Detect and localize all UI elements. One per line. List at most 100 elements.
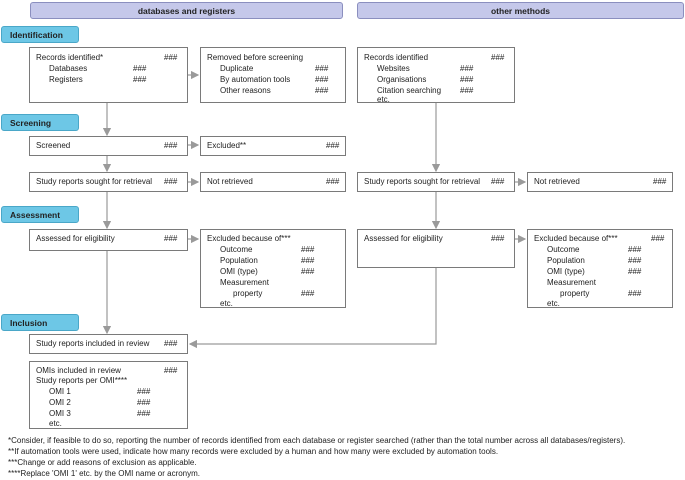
assessed-count: ###: [164, 234, 178, 243]
right-excluded-property-label: property: [560, 289, 590, 298]
right-excluded-omitype-label: OMI (type): [547, 267, 585, 276]
records-identified-title: Records identified*: [36, 53, 104, 62]
right-excluded-omitype-count: ###: [628, 267, 642, 276]
box-records-identified: Records identified* ### Databases ### Re…: [29, 47, 188, 103]
box-right-reports-sought: Study reports sought for retrieval ###: [357, 172, 515, 192]
records-identified-count: ###: [164, 53, 178, 62]
header-databases-registers: databases and registers: [30, 2, 343, 19]
records-databases-label: Databases: [49, 64, 88, 73]
footnote-4: ****Replace 'OMI 1' etc. by the OMI name…: [8, 469, 201, 478]
removed-other-label: Other reasons: [220, 86, 271, 95]
not-retrieved-label: Not retrieved: [207, 177, 253, 186]
excluded-population-label: Population: [220, 256, 258, 265]
records-databases-count: ###: [133, 64, 147, 73]
box-right-not-retrieved: Not retrieved ###: [527, 172, 673, 192]
right-websites-count: ###: [460, 64, 474, 73]
right-organisations-count: ###: [460, 75, 474, 84]
stage-identification: Identification: [1, 26, 79, 43]
right-assessed-count: ###: [491, 234, 505, 243]
box-right-assessed-eligibility: Assessed for eligibility ###: [357, 229, 515, 268]
removed-other-count: ###: [315, 86, 329, 95]
excluded-outcome-count: ###: [301, 245, 315, 254]
omi-2-label: OMI 2: [49, 398, 71, 407]
reports-included-count: ###: [164, 339, 178, 348]
reports-sought-count: ###: [164, 177, 178, 186]
reports-per-omi-label: Study reports per OMI****: [36, 376, 128, 385]
omi-3-count: ###: [137, 409, 151, 418]
box-reports-included: Study reports included in review ###: [29, 334, 188, 354]
box-right-records-identified: Records identified ### Websites ### Orga…: [357, 47, 515, 104]
omi-2-count: ###: [137, 398, 151, 407]
box-omis-included: OMIs included in review ### Study report…: [29, 361, 188, 429]
omi-3-label: OMI 3: [49, 409, 71, 418]
removed-automation-label: By automation tools: [220, 75, 291, 84]
right-excluded-measurement-label: Measurement: [547, 278, 596, 287]
right-assessed-label: Assessed for eligibility: [364, 234, 443, 243]
excluded-outcome-label: Outcome: [220, 245, 253, 254]
box-excluded-because: Excluded because of*** Outcome ### Popul…: [200, 229, 346, 308]
omi-1-label: OMI 1: [49, 387, 71, 396]
records-registers-count: ###: [133, 75, 147, 84]
omis-included-count: ###: [164, 366, 178, 375]
reports-included-label: Study reports included in review: [36, 339, 150, 348]
right-reports-sought-label: Study reports sought for retrieval: [364, 177, 481, 186]
right-not-retrieved-count: ###: [653, 177, 667, 186]
box-right-excluded-because: Excluded because of*** ### Outcome ### P…: [527, 229, 673, 308]
assessed-label: Assessed for eligibility: [36, 234, 115, 243]
header-right-label: other methods: [490, 5, 551, 16]
right-excluded-outcome-count: ###: [628, 245, 642, 254]
footnote-1: *Consider, if feasible to do so, reporti…: [8, 436, 626, 445]
excluded-omitype-count: ###: [301, 267, 315, 276]
header-other-methods: other methods: [357, 2, 684, 19]
box-removed-before-screening: Removed before screening Duplicate ### B…: [200, 47, 346, 103]
screened-count: ###: [164, 141, 178, 150]
removed-duplicate-label: Duplicate: [220, 64, 254, 73]
right-excluded-population-label: Population: [547, 256, 585, 265]
not-retrieved-count: ###: [326, 177, 340, 186]
right-excluded-population-count: ###: [628, 256, 642, 265]
arrow-right-assessed-to-included: [188, 268, 437, 349]
excluded-property-count: ###: [301, 289, 315, 298]
excluded-property-label: property: [233, 289, 263, 298]
right-reports-sought-count: ###: [491, 177, 505, 186]
removed-duplicate-count: ###: [315, 64, 329, 73]
records-registers-label: Registers: [49, 75, 83, 84]
box-not-retrieved: Not retrieved ###: [200, 172, 346, 192]
header-left-label: databases and registers: [137, 5, 236, 16]
right-citation-count: ###: [460, 86, 474, 95]
excluded-count: ###: [326, 141, 340, 150]
excluded-omitype-label: OMI (type): [220, 267, 258, 276]
footnote-3: ***Change or add reasons of exclusion as…: [8, 458, 197, 467]
removed-automation-count: ###: [315, 75, 329, 84]
box-excluded: Excluded** ###: [200, 136, 346, 156]
right-excluded-etc-label: etc.: [547, 299, 560, 308]
box-reports-sought: Study reports sought for retrieval ###: [29, 172, 188, 192]
right-excluded-because-title: Excluded because of***: [534, 234, 618, 243]
excluded-label: Excluded**: [207, 141, 247, 150]
stage-inclusion: Inclusion: [1, 314, 79, 331]
right-websites-label: Websites: [377, 64, 410, 73]
stage-screening: Screening: [1, 114, 79, 131]
right-excluded-outcome-label: Outcome: [547, 245, 580, 254]
right-records-etc: etc.: [377, 95, 390, 104]
omis-included-label: OMIs included in review: [36, 366, 121, 375]
right-not-retrieved-label: Not retrieved: [534, 177, 580, 186]
omi-1-count: ###: [137, 387, 151, 396]
footnotes: *Consider, if feasible to do so, reporti…: [8, 435, 625, 479]
right-organisations-label: Organisations: [377, 75, 427, 84]
right-excluded-property-count: ###: [628, 289, 642, 298]
excluded-etc-label: etc.: [220, 299, 233, 308]
right-records-count: ###: [491, 53, 505, 62]
excluded-because-title: Excluded because of***: [207, 234, 291, 243]
excluded-measurement-label: Measurement: [220, 278, 269, 287]
box-assessed-eligibility: Assessed for eligibility ###: [29, 229, 188, 251]
stage-assessment: Assessment: [1, 206, 79, 223]
footnote-2: **If automation tools were used, indicat…: [8, 447, 499, 456]
removed-title: Removed before screening: [207, 53, 304, 62]
box-screened: Screened ###: [29, 136, 188, 156]
omi-etc-label: etc.: [49, 419, 62, 428]
right-records-title: Records identified: [364, 53, 429, 62]
reports-sought-label: Study reports sought for retrieval: [36, 177, 153, 186]
right-excluded-because-count: ###: [651, 234, 665, 243]
